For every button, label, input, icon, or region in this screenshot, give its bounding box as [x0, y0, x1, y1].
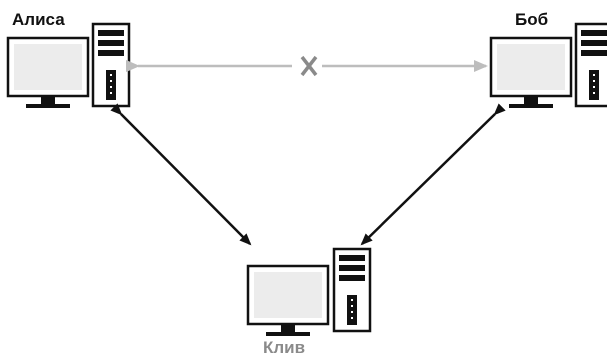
node-label-bob: Боб — [515, 10, 549, 29]
link-alice-bob — [126, 55, 488, 77]
computer-icon-clive — [246, 247, 372, 336]
node-label-clive: Клив — [263, 338, 306, 357]
tower-icon — [91, 22, 131, 108]
link-alice-clive — [110, 103, 252, 246]
link-bob-clive — [360, 103, 506, 246]
monitor-icon — [246, 264, 330, 336]
monitor-icon — [489, 36, 573, 108]
computer-icon-bob — [489, 22, 607, 108]
tower-icon — [574, 22, 607, 108]
monitor-icon — [6, 36, 90, 108]
tower-icon — [332, 247, 372, 333]
blocked-x-marker — [300, 55, 318, 77]
computer-icon-alice — [6, 22, 131, 108]
node-label-alice: Алиса — [12, 10, 65, 29]
